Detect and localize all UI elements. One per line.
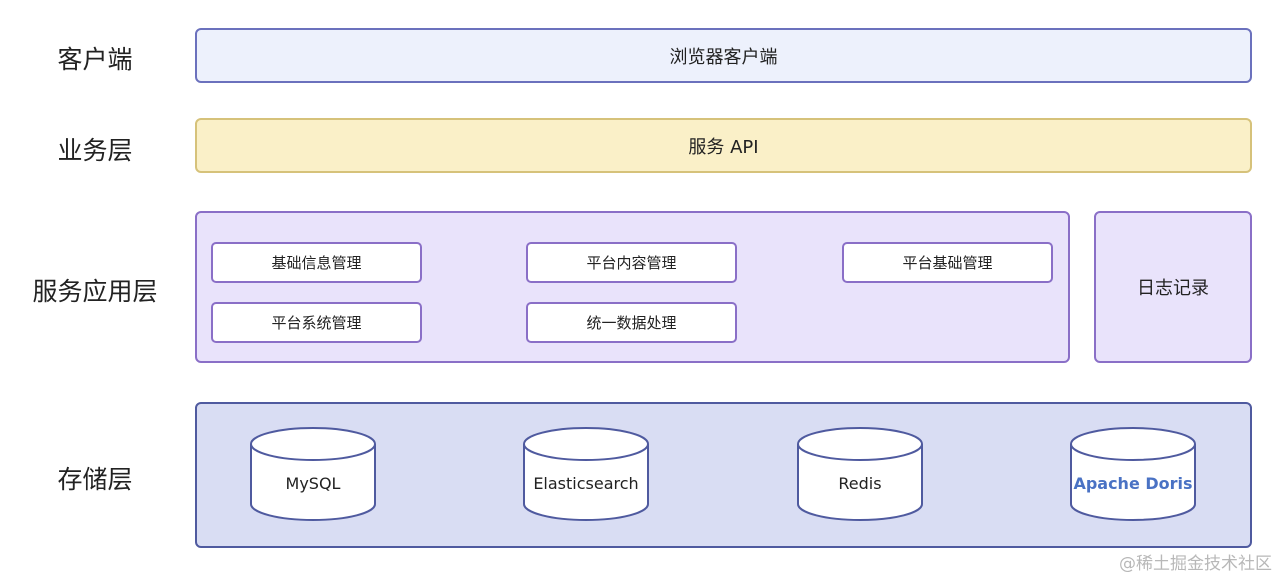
database-label: Redis [838, 474, 882, 493]
layer-label-business: 业务层 [57, 136, 133, 165]
layer-label-client: 客户端 [57, 45, 133, 74]
module-basic-info: 基础信息管理 [211, 242, 422, 283]
module-unified-data: 统一数据处理 [526, 302, 737, 343]
database-cylinder-icon [523, 427, 649, 521]
database-redis: Redis [796, 426, 924, 522]
database-mysql: MySQL [249, 426, 377, 522]
database-cylinder-icon [250, 427, 376, 521]
database-cylinder-icon [1070, 427, 1196, 521]
layer-label-service: 服务应用层 [32, 277, 158, 306]
module-platform-content: 平台内容管理 [526, 242, 737, 283]
client-box-label: 浏览器客户端 [669, 46, 778, 68]
watermark: @稀土掘金技术社区 [1119, 554, 1272, 574]
database-cylinder-icon [797, 427, 923, 521]
module-platform-basic: 平台基础管理 [842, 242, 1053, 283]
client-box: 浏览器客户端 [195, 28, 1252, 83]
database-label: Elasticsearch [533, 474, 639, 493]
module-platform-system: 平台系统管理 [211, 302, 422, 343]
database-apache-doris: Apache Doris [1069, 426, 1197, 522]
log-box-label: 日志记录 [1137, 278, 1209, 299]
database-elasticsearch: Elasticsearch [522, 426, 650, 522]
database-label: MySQL [285, 474, 341, 493]
layer-label-storage: 存储层 [57, 465, 133, 494]
database-label-highlight: Apache Doris [1073, 474, 1193, 493]
business-box-label: 服务 API [688, 136, 759, 158]
log-box: 日志记录 [1094, 211, 1252, 363]
business-box: 服务 API [195, 118, 1252, 173]
